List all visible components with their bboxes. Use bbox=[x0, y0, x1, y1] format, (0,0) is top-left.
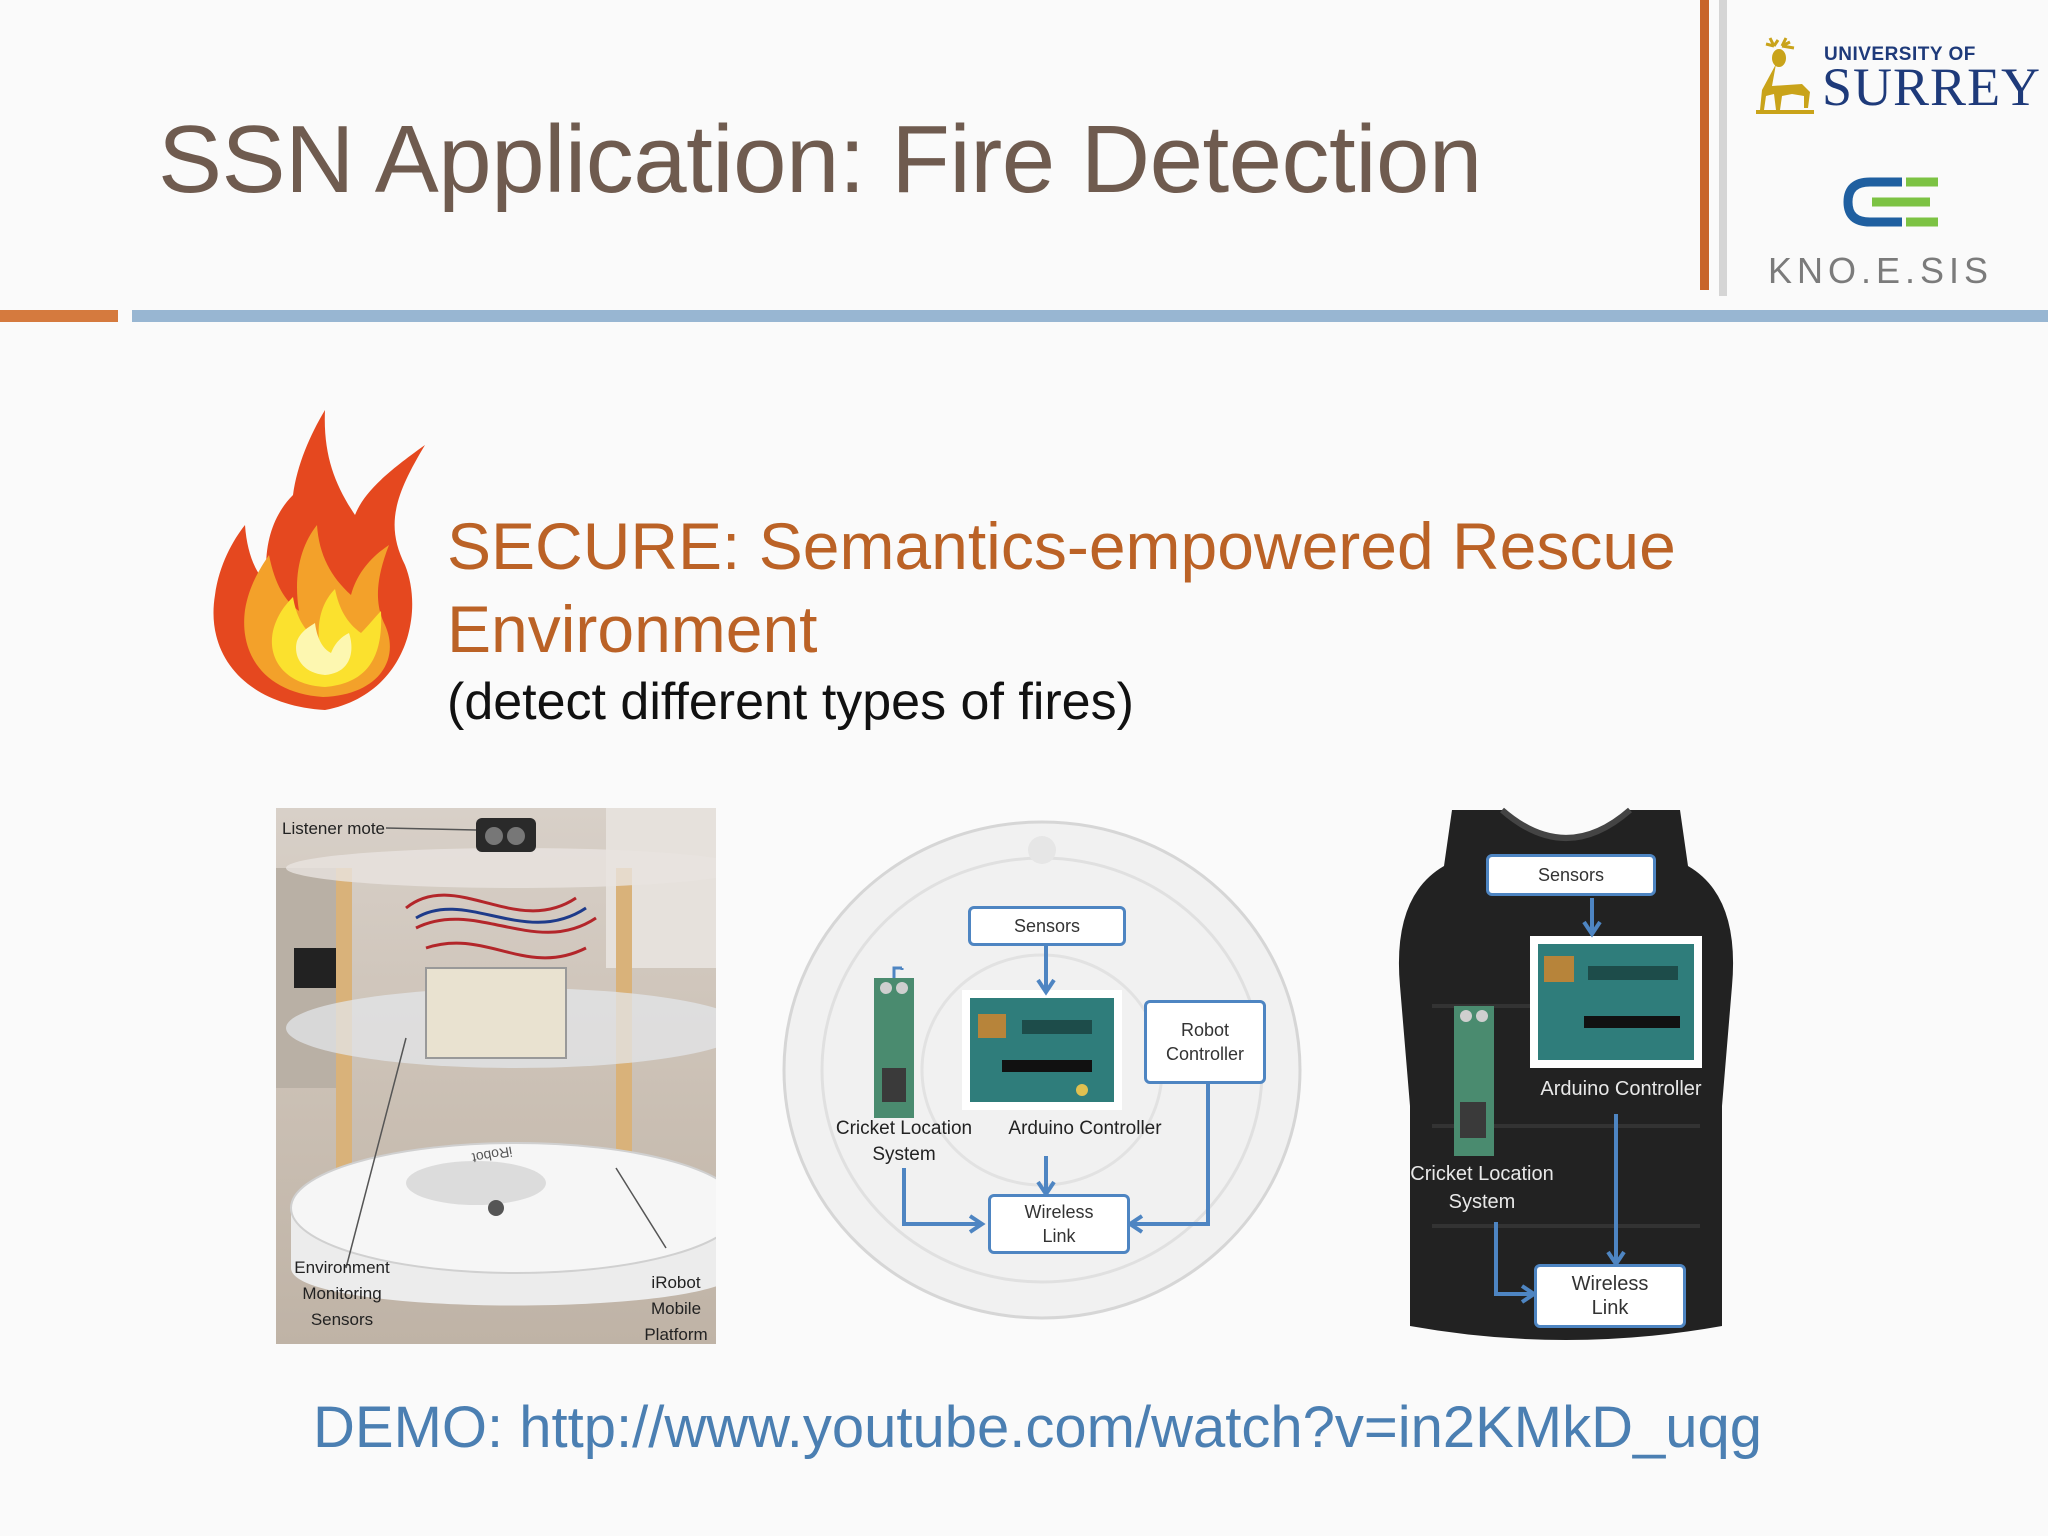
env-sensors-label-line2: Monitoring bbox=[302, 1284, 382, 1303]
robot-wireless-line2: Link bbox=[1042, 1226, 1076, 1246]
env-sensors-label-line1: Environment bbox=[294, 1258, 390, 1277]
robot-diagram-sensors: Sensors bbox=[968, 906, 1126, 946]
vest-diagram-wireless-link: Wireless Link bbox=[1534, 1264, 1686, 1328]
title-rule-blue bbox=[132, 310, 2048, 322]
robot-illustration bbox=[276, 808, 716, 1306]
robot-diagram-arduino: Arduino Controller bbox=[1008, 1118, 1162, 1139]
knoesis-e-icon bbox=[1843, 177, 1938, 227]
vest-cricket-line2: System bbox=[1448, 1191, 1516, 1213]
fire-icon bbox=[213, 410, 425, 710]
knoesis-logo: KNO.E.SIS bbox=[1760, 168, 2020, 298]
header-divider-grey bbox=[1719, 0, 1727, 296]
vest-illustration bbox=[1398, 807, 1734, 1340]
demo-link[interactable]: DEMO: http://www.youtube.com/watch?v=in2… bbox=[313, 1395, 1763, 1460]
secure-description: (detect different types of fires) bbox=[447, 673, 1134, 731]
robot-wireless-line1: Wireless bbox=[1024, 1202, 1094, 1222]
vest-diagram-sensors: Sensors bbox=[1486, 854, 1656, 896]
irobot-label-line1: iRobot bbox=[651, 1273, 701, 1292]
robot-controller-line2: Controller bbox=[1165, 1044, 1245, 1064]
robot-diagram-cricket: Cricket Location System bbox=[830, 1116, 978, 1168]
title-rule-orange bbox=[0, 310, 118, 322]
robot-diagram-wireless-link: Wireless Link bbox=[988, 1194, 1130, 1254]
slide-title: SSN Application: Fire Detection bbox=[158, 106, 1482, 213]
vest-diagram-cricket: Cricket Location System bbox=[1392, 1160, 1572, 1216]
vest-wireless-line2: Link bbox=[1591, 1297, 1629, 1319]
vest-system-diagram: Sensors Arduino Controller Cricket Locat… bbox=[1392, 806, 1740, 1348]
stag-icon bbox=[1756, 37, 1814, 114]
robot-diagram-base bbox=[782, 820, 1302, 1320]
robot-cricket-line2: System bbox=[872, 1144, 936, 1165]
vest-wireless-line1: Wireless bbox=[1571, 1273, 1649, 1295]
surrey-logo-top-text: UNIVERSITY OF bbox=[1824, 44, 1976, 65]
header-divider-orange bbox=[1700, 0, 1709, 290]
secure-heading: SECURE: Semantics-empowered Rescue Envir… bbox=[447, 509, 1676, 666]
robot-photo: Listener mote Environment Monitoring Sen… bbox=[276, 808, 716, 1344]
robot-cricket-line1: Cricket Location bbox=[835, 1118, 973, 1139]
knoesis-logo-text: KNO.E.SIS bbox=[1768, 250, 1994, 291]
surrey-logo-name: SURREY bbox=[1822, 57, 2042, 117]
irobot-label-line2: Mobile bbox=[650, 1299, 702, 1318]
irobot-label-line3: Platform bbox=[644, 1325, 708, 1344]
listener-mote-label: Listener mote bbox=[282, 819, 385, 838]
env-sensors-label-line3: Sensors bbox=[310, 1310, 374, 1329]
irobot-platform-label: iRobot Mobile Platform bbox=[636, 1270, 716, 1344]
vest-diagram-arduino: Arduino Controller bbox=[1540, 1078, 1702, 1100]
robot-system-diagram: Sensors Robot Controller Cricket Locatio… bbox=[782, 820, 1302, 1320]
vest-cricket-line1: Cricket Location bbox=[1410, 1163, 1554, 1185]
robot-controller-line1: Robot bbox=[1180, 1020, 1230, 1040]
university-of-surrey-logo: UNIVERSITY OF SURREY bbox=[1752, 36, 2040, 117]
env-sensors-label: Environment Monitoring Sensors bbox=[282, 1255, 402, 1333]
robot-diagram-robot-controller: Robot Controller bbox=[1144, 1000, 1266, 1084]
